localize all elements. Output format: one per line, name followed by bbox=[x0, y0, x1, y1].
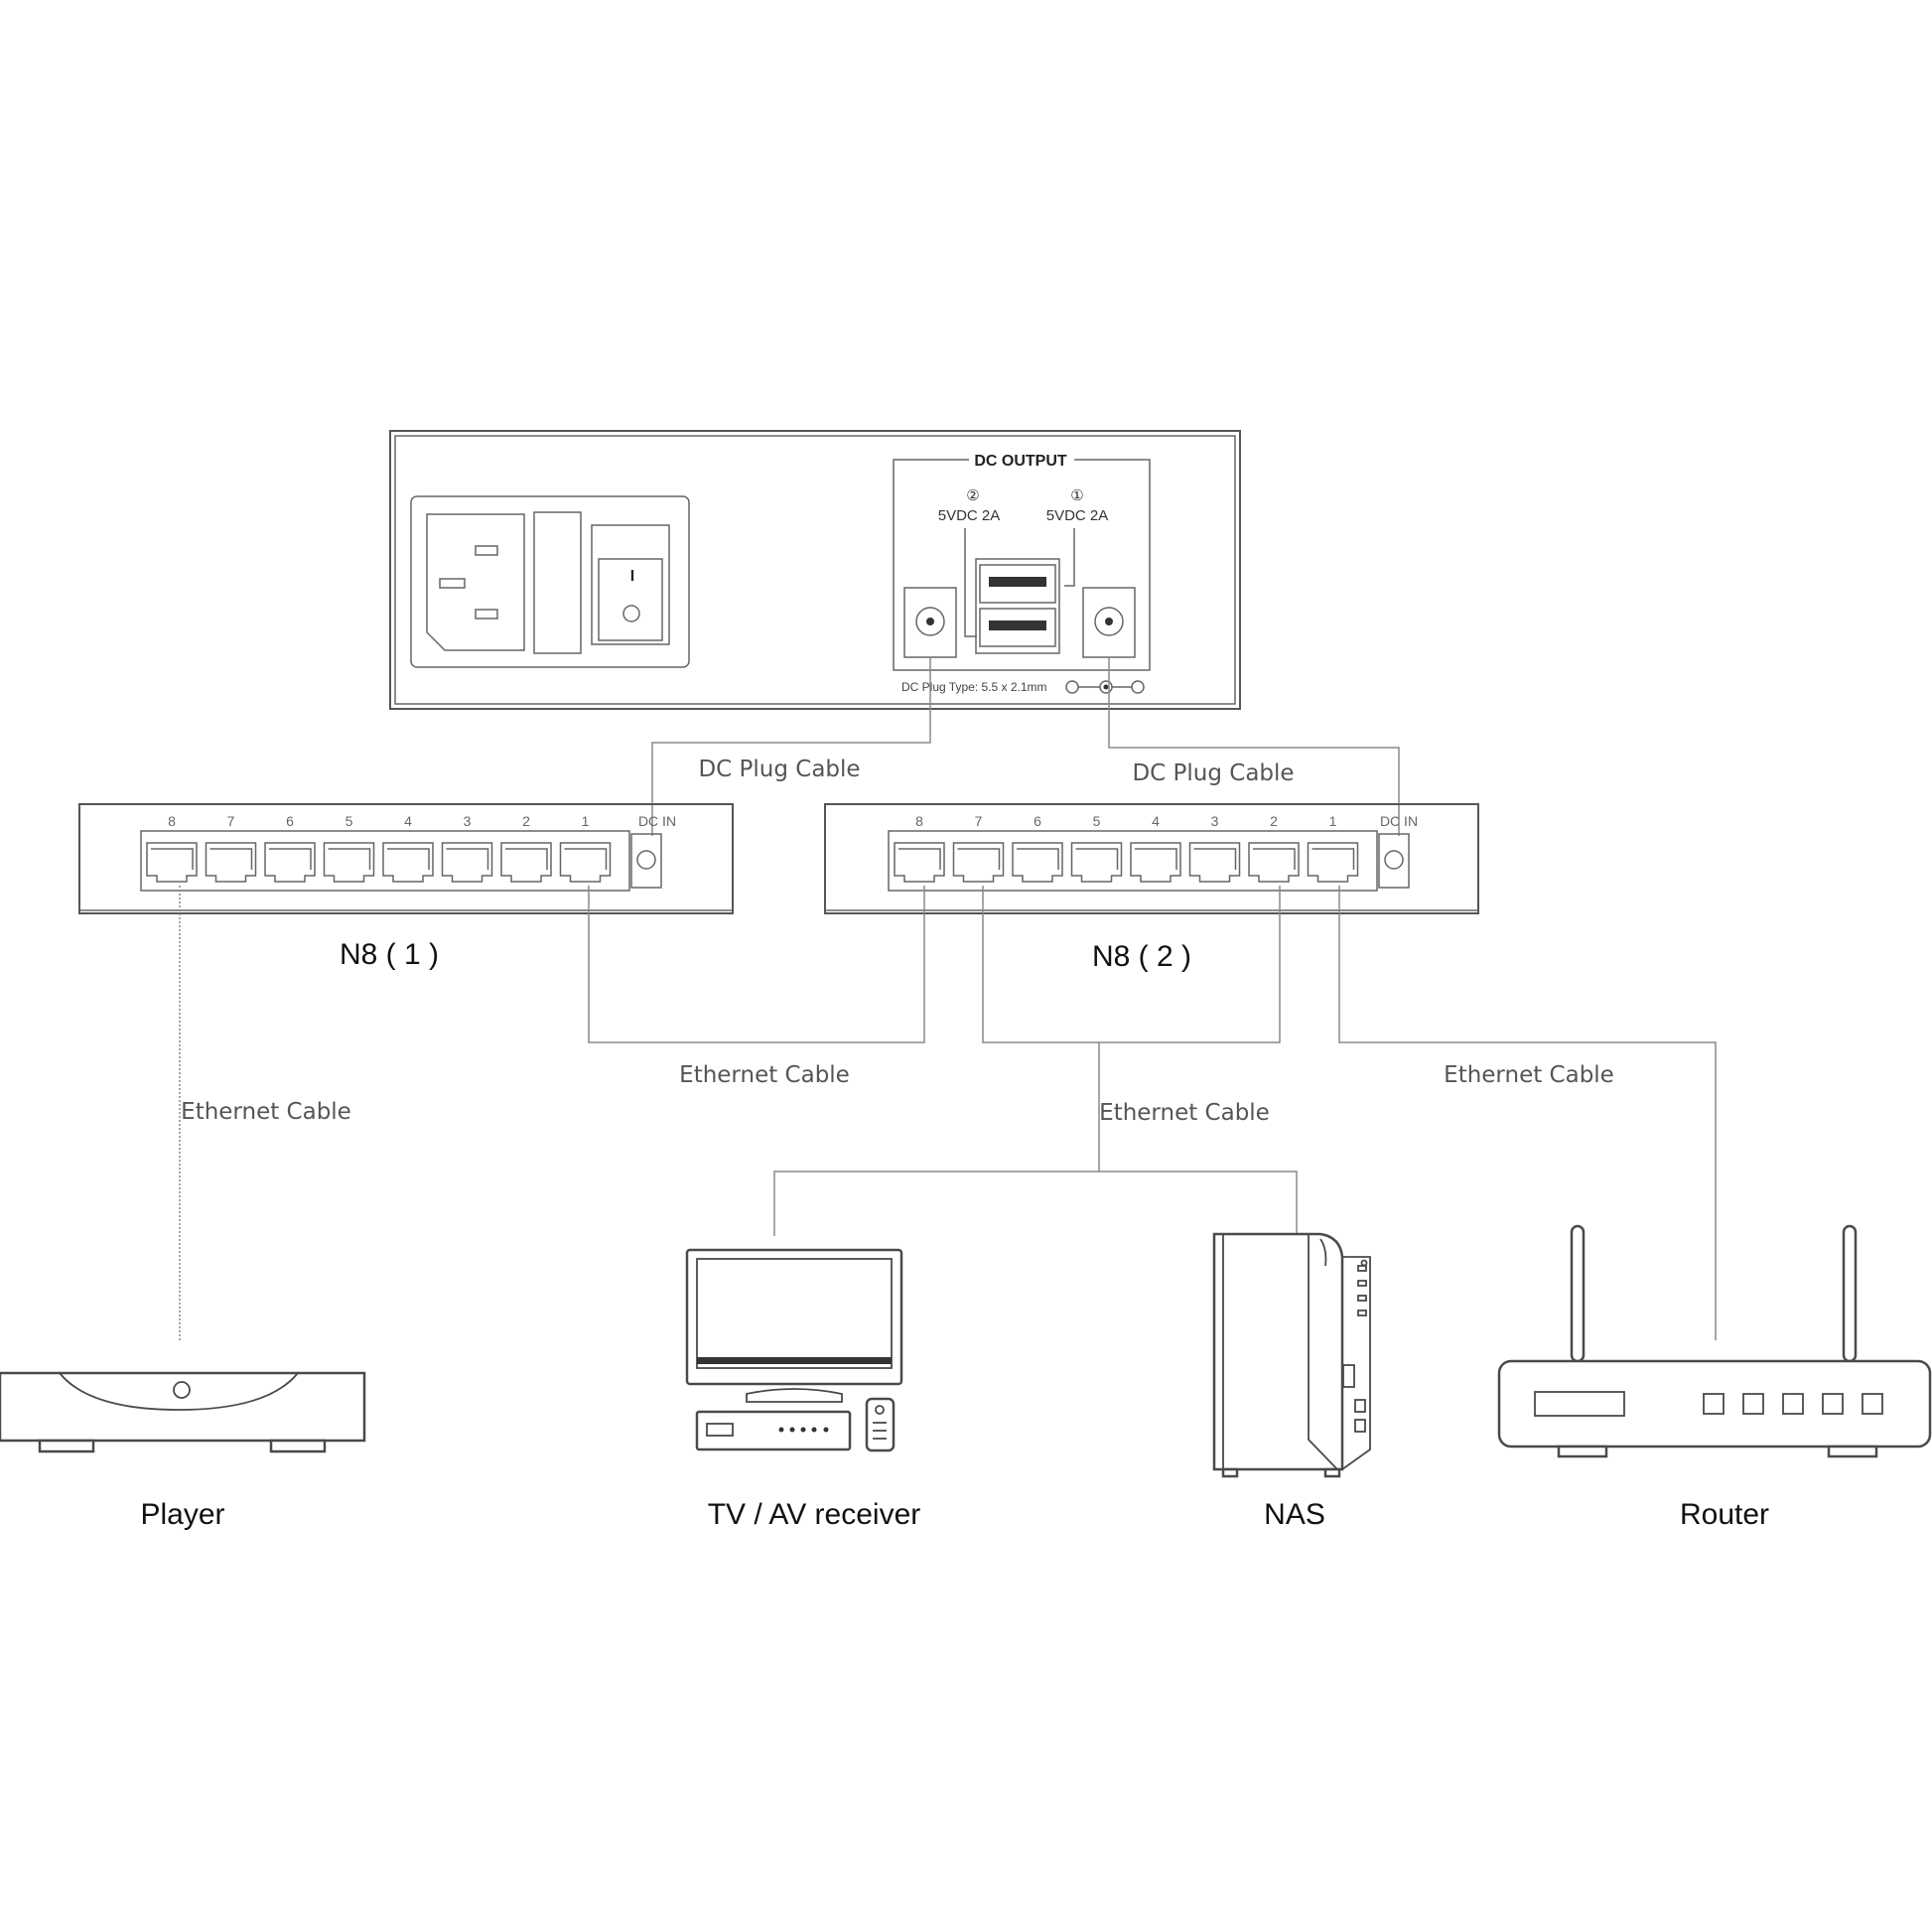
router-icon bbox=[1497, 1224, 1932, 1458]
ethernet-cable-player-label: Ethernet Cable bbox=[181, 1099, 351, 1125]
port-number-1: 1 bbox=[582, 813, 590, 829]
psu-frame bbox=[389, 430, 1241, 710]
dc-output-title: DC OUTPUT bbox=[974, 453, 1067, 470]
rj45-port-6[interactable] bbox=[1012, 842, 1063, 883]
ethernet-cable-tv-nas-label: Ethernet Cable bbox=[1099, 1100, 1270, 1126]
tv-av-receiver-icon bbox=[685, 1248, 903, 1452]
output-2-rating: 5VDC 2A bbox=[938, 507, 1001, 524]
rj45-port-4[interactable] bbox=[382, 842, 434, 883]
router-label: Router bbox=[1680, 1498, 1769, 1531]
port-number-6: 6 bbox=[1034, 813, 1041, 829]
rj45-port-2[interactable] bbox=[1248, 842, 1300, 883]
dc-in-label: DC IN bbox=[1380, 813, 1418, 829]
fuse-holder bbox=[533, 511, 582, 654]
ethernet-cable-tv-nas-trunk bbox=[982, 886, 1281, 1043]
polarity-icon bbox=[1065, 680, 1145, 694]
rj45-port-7[interactable] bbox=[205, 842, 257, 883]
ac-inlet-module: I bbox=[410, 495, 690, 668]
port-number-4: 4 bbox=[1152, 813, 1160, 829]
dc-output-section: DC OUTPUT ② 5VDC 2A ① 5VDC 2A bbox=[893, 453, 1151, 694]
switch-n8-2: 8 7 6 5 4 3 2 1 DC IN bbox=[824, 803, 1479, 914]
iec-power-inlet bbox=[426, 513, 525, 651]
rj45-port-8[interactable] bbox=[894, 842, 945, 883]
switch-on-mark: I bbox=[630, 568, 634, 585]
dc-in-label: DC IN bbox=[638, 813, 676, 829]
ethernet-cable-switch-link bbox=[588, 886, 925, 1043]
ethernet-cable-switch-link-label: Ethernet Cable bbox=[679, 1062, 850, 1088]
switch-1-label: N8 ( 1 ) bbox=[340, 938, 439, 971]
dc-plug-type: DC Plug Type: 5.5 x 2.1mm bbox=[901, 680, 1047, 694]
ethernet-cable-tv-nas bbox=[773, 1042, 1298, 1236]
power-supply-unit: I DC OUTPUT ② 5VDC 2A ① 5VDC 2A bbox=[389, 430, 1241, 710]
port-number-3: 3 bbox=[464, 813, 472, 829]
dc-plug-cable-right-label: DC Plug Cable bbox=[1132, 760, 1294, 786]
tv-av-receiver-label: TV / AV receiver bbox=[708, 1498, 921, 1531]
rj45-port-8[interactable] bbox=[146, 842, 198, 883]
rj45-port-5[interactable] bbox=[1070, 842, 1123, 883]
port-number-5: 5 bbox=[345, 813, 353, 829]
switch-2-label: N8 ( 2 ) bbox=[1092, 940, 1191, 973]
player-label: Player bbox=[140, 1498, 224, 1531]
switch-n8-1: 8 7 6 5 4 3 2 1 DC IN bbox=[78, 803, 734, 914]
port-number-1: 1 bbox=[1329, 813, 1337, 829]
port-number-2: 2 bbox=[522, 813, 530, 829]
port-number-7: 7 bbox=[227, 813, 235, 829]
dc-plug-cable-left-label: DC Plug Cable bbox=[698, 757, 860, 782]
port-number-2: 2 bbox=[1270, 813, 1278, 829]
dc-jack-2[interactable] bbox=[903, 587, 957, 658]
rj45-port-7[interactable] bbox=[952, 842, 1005, 883]
dc-plug-cable-left bbox=[651, 657, 931, 836]
usb-output-ports[interactable] bbox=[975, 558, 1060, 654]
rj45-port-6[interactable] bbox=[264, 842, 316, 883]
port-number-7: 7 bbox=[975, 813, 983, 829]
power-switch[interactable] bbox=[591, 524, 670, 645]
port-number-5: 5 bbox=[1093, 813, 1101, 829]
output-1-rating: 5VDC 2A bbox=[1046, 507, 1109, 524]
rj45-port-1[interactable] bbox=[1307, 842, 1359, 883]
remote-control-icon bbox=[865, 1397, 896, 1452]
port-number-4: 4 bbox=[404, 813, 412, 829]
nas-icon bbox=[1212, 1232, 1371, 1478]
port-number-6: 6 bbox=[286, 813, 294, 829]
port-number-8: 8 bbox=[915, 813, 923, 829]
dc-plug-cable-right bbox=[1108, 657, 1400, 836]
rj45-port-3[interactable] bbox=[441, 842, 493, 883]
output-1-number: ① bbox=[1070, 487, 1083, 504]
rj45-port-3[interactable] bbox=[1188, 842, 1241, 883]
rj45-port-2[interactable] bbox=[500, 842, 552, 883]
ethernet-cable-router-label: Ethernet Cable bbox=[1444, 1062, 1614, 1088]
port-number-8: 8 bbox=[168, 813, 176, 829]
player-icon bbox=[0, 1371, 366, 1453]
port-number-3: 3 bbox=[1211, 813, 1219, 829]
rj45-port-1[interactable] bbox=[559, 842, 612, 883]
dc-jack-1[interactable] bbox=[1082, 587, 1136, 658]
rj45-port-5[interactable] bbox=[323, 842, 375, 883]
ethernet-cable-router bbox=[1338, 886, 1717, 1340]
output-2-number: ② bbox=[966, 487, 979, 504]
nas-label: NAS bbox=[1264, 1498, 1325, 1531]
rj45-port-4[interactable] bbox=[1130, 842, 1181, 883]
